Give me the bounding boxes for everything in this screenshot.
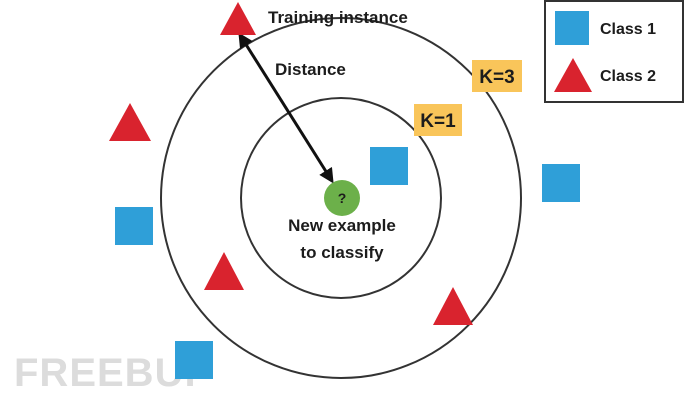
training-instance-label: Training instance [268, 8, 408, 27]
legend-class2-swatch [554, 58, 592, 92]
legend-class1-label: Class 1 [600, 21, 656, 38]
class2-triangle [109, 103, 151, 141]
class2-triangle [204, 252, 244, 290]
outer-circle-k3 [160, 17, 522, 379]
new-example-point [324, 180, 360, 216]
legend-class2-label: Class 2 [600, 68, 656, 85]
legend-class1-swatch [555, 11, 589, 45]
distance-arrow [238, 32, 334, 184]
legend: Class 1 Class 2 [544, 0, 684, 103]
class1-square [370, 147, 408, 185]
class2-triangle-training-instance [220, 2, 256, 35]
new-example-label-line2: to classify [300, 243, 384, 262]
k1-label: K=1 [420, 111, 456, 132]
class2-triangle [433, 287, 473, 325]
class1-square [175, 341, 213, 379]
query-mark: ? [338, 190, 347, 206]
inner-circle-k1 [240, 97, 442, 299]
k3-label: K=3 [479, 67, 514, 88]
distance-label: Distance [275, 60, 346, 79]
class1-square [115, 207, 153, 245]
k3-badge [472, 60, 522, 92]
new-example-label-line1: New example [288, 216, 396, 235]
class1-square [542, 164, 580, 202]
k1-badge [414, 104, 462, 136]
